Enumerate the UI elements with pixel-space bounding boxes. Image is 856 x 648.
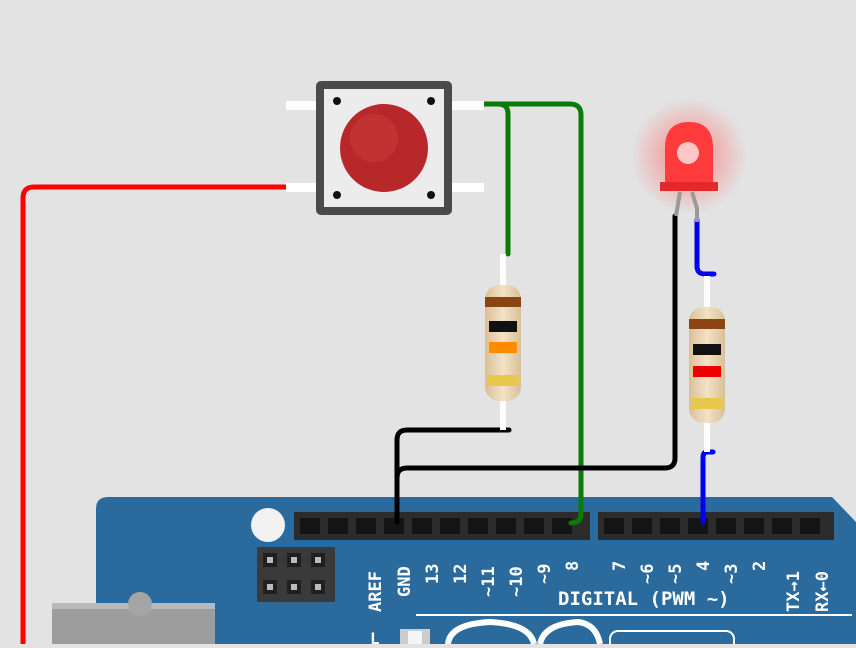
resistor-right-band-2 [693,344,721,355]
pin-label-8: 8 [563,561,583,571]
resistor-left [485,254,521,430]
pin-label-tx: TX→1 [784,571,804,612]
uno-badge [609,630,735,648]
pin-label-3: ~3 [722,564,742,584]
pin-label-10: ~10 [507,566,527,597]
pin-label-9: ~9 [535,564,555,584]
led [631,98,747,222]
pin-label-11: ~11 [479,566,499,597]
wires [20,101,717,647]
resistor-left-band-2 [489,321,517,332]
resistor-right-band-4 [691,398,723,409]
pin-label-aref: AREF [366,571,386,612]
wire-black-resistor-gnd [394,427,512,525]
smd-led [400,629,430,644]
led-l-label: L [370,629,380,644]
pin-label-5: ~5 [666,564,686,584]
wire-green-pin8 [475,101,584,526]
wire-black-led-gnd [394,213,678,481]
pin-label-4: 4 [694,561,714,571]
digital-header-left [294,512,590,540]
icsp-header [257,547,335,602]
wire-blue-led [694,217,717,277]
resistor-right [689,276,725,452]
pin-label-6: ~6 [638,564,658,584]
mounting-hole [251,508,285,542]
wire-green-resistor [475,101,511,257]
wire-red [20,184,292,647]
resistor-right-band-3 [693,366,721,377]
resistor-left-band-4 [487,375,519,386]
resistor-right-band-1 [689,319,725,329]
pin-label-2: 2 [750,561,770,571]
digital-header-right [598,512,834,540]
pin-label-7: 7 [610,561,630,571]
resistor-left-band-3 [489,342,517,353]
pin-label-rx: RX←0 [813,571,833,612]
usb-connector [52,592,215,644]
arduino-board: AREF GND 13 12 ~11 ~10 ~9 8 7 ~6 ~5 4 ~3… [52,497,856,648]
pin-label-13: 13 [423,564,443,584]
digital-pwm-label: DIGITAL (PWM ~) [558,588,730,610]
pin-label-12: 12 [451,564,471,584]
resistor-left-band-1 [485,297,521,307]
arduino-logo [445,618,603,645]
pin-label-gnd: GND [395,566,415,597]
push-button[interactable] [286,81,484,215]
